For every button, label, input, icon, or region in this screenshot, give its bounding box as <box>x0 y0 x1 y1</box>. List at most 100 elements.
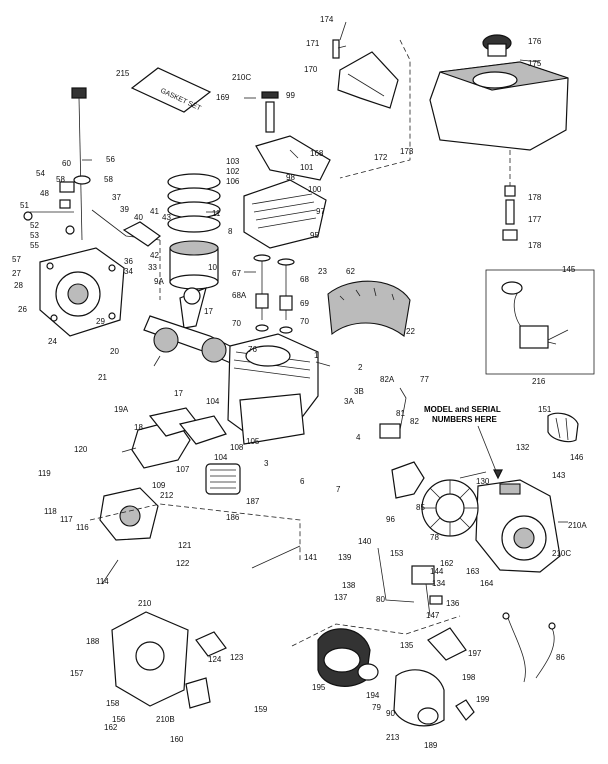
air-filter <box>205 463 241 495</box>
part-label: 123 <box>230 653 244 662</box>
part-label: 210C <box>552 549 571 558</box>
part-label: 137 <box>334 593 348 602</box>
part-label: 162 <box>104 723 118 732</box>
part-label: 187 <box>246 497 260 506</box>
part-label: 121 <box>178 541 192 550</box>
part-label: 98 <box>286 173 295 182</box>
part-label: 114 <box>96 577 109 586</box>
part-label: 144 <box>430 567 444 576</box>
part-label: 54 <box>36 169 45 178</box>
part-label: 76 <box>248 345 257 354</box>
cylinder-head <box>243 91 331 249</box>
part-label: 4 <box>356 433 361 442</box>
part-label: 99 <box>286 91 295 100</box>
part-label: 171 <box>306 39 320 48</box>
part-label: 134 <box>432 579 446 588</box>
part-label: 119 <box>38 469 51 478</box>
part-label: 17 <box>174 389 183 398</box>
part-label: 29 <box>96 317 105 326</box>
part-label: 18 <box>134 423 143 432</box>
part-label: 104 <box>214 453 228 462</box>
part-label: 174 <box>320 15 334 24</box>
gasket-set-card: GASKET SET <box>130 67 212 113</box>
part-label: 116 <box>76 523 89 532</box>
part-label: 146 <box>570 453 584 462</box>
part-label: 138 <box>342 581 356 590</box>
rewind-starter <box>291 615 475 727</box>
part-label: 81 <box>396 409 405 418</box>
dipstick <box>71 87 91 241</box>
part-label: 28 <box>14 281 23 290</box>
part-label: 85 <box>416 503 425 512</box>
part-label: 79 <box>372 703 381 712</box>
serial-callout: MODEL and SERIAL NUMBERS HERE <box>424 405 503 480</box>
part-label: 101 <box>300 163 314 172</box>
ignition-coil <box>379 387 425 499</box>
part-label: 178 <box>528 193 542 202</box>
part-label: 8 <box>228 227 233 236</box>
part-label: 177 <box>528 215 542 224</box>
part-label: 53 <box>30 231 39 240</box>
part-label: 55 <box>30 241 39 250</box>
part-label: 106 <box>226 177 240 186</box>
part-label: 80 <box>376 595 385 604</box>
part-label: 143 <box>552 471 566 480</box>
part-label: 3B <box>354 387 364 396</box>
part-label: 153 <box>390 549 404 558</box>
part-label: 21 <box>98 373 107 382</box>
part-label: 1 <box>314 351 319 360</box>
part-label: 57 <box>12 255 21 264</box>
part-label: 36 <box>124 257 133 266</box>
part-label: 7 <box>336 485 341 494</box>
part-label: 172 <box>374 153 388 162</box>
part-label: 102 <box>226 167 240 176</box>
cylinder-block <box>227 333 319 445</box>
part-label: 169 <box>216 93 230 102</box>
part-label: 69 <box>300 299 309 308</box>
part-label: 60 <box>62 159 71 168</box>
part-label: 24 <box>48 337 57 346</box>
governor-linkage <box>23 181 161 247</box>
part-label: 23 <box>318 267 327 276</box>
part-label: 162 <box>440 559 454 568</box>
part-label: 157 <box>70 669 84 678</box>
leader-lines <box>82 21 568 585</box>
part-label: 3A <box>344 397 354 406</box>
part-label: 122 <box>176 559 190 568</box>
part-label: 20 <box>110 347 119 356</box>
fuel-tank-group <box>339 34 569 241</box>
part-label: 213 <box>386 733 400 742</box>
muffler-shield <box>327 280 411 337</box>
part-label: 189 <box>424 741 438 750</box>
part-label: 124 <box>208 655 222 664</box>
part-label: 52 <box>30 221 39 230</box>
starter-cup <box>547 412 579 443</box>
part-label: 105 <box>246 437 260 446</box>
part-label: 77 <box>420 375 429 384</box>
part-label: 11 <box>212 209 221 218</box>
part-label: 100 <box>308 185 322 194</box>
part-label: 136 <box>446 599 460 608</box>
part-label: 26 <box>18 305 27 314</box>
part-label: 120 <box>74 445 88 454</box>
part-label: 158 <box>106 699 120 708</box>
part-label: 33 <box>148 263 157 272</box>
part-label: 170 <box>304 65 318 74</box>
part-label: 164 <box>480 579 494 588</box>
part-label: 216 <box>532 377 546 386</box>
part-label: 90 <box>386 709 395 718</box>
wire-harness <box>502 612 556 683</box>
part-label: 117 <box>60 515 73 524</box>
part-label: 70 <box>300 317 309 326</box>
part-label: 188 <box>86 637 100 646</box>
part-label: 140 <box>358 537 372 546</box>
carburetor <box>99 407 227 541</box>
part-label: 22 <box>406 327 415 336</box>
part-label: 27 <box>12 269 21 278</box>
part-label: 58 <box>104 175 113 184</box>
part-label: 51 <box>20 201 29 210</box>
part-label: 139 <box>338 553 352 562</box>
part-number-labels: 174 171 170 176 175 215 210C 169 99 168 … <box>12 15 587 750</box>
part-label: 9A <box>154 277 164 286</box>
